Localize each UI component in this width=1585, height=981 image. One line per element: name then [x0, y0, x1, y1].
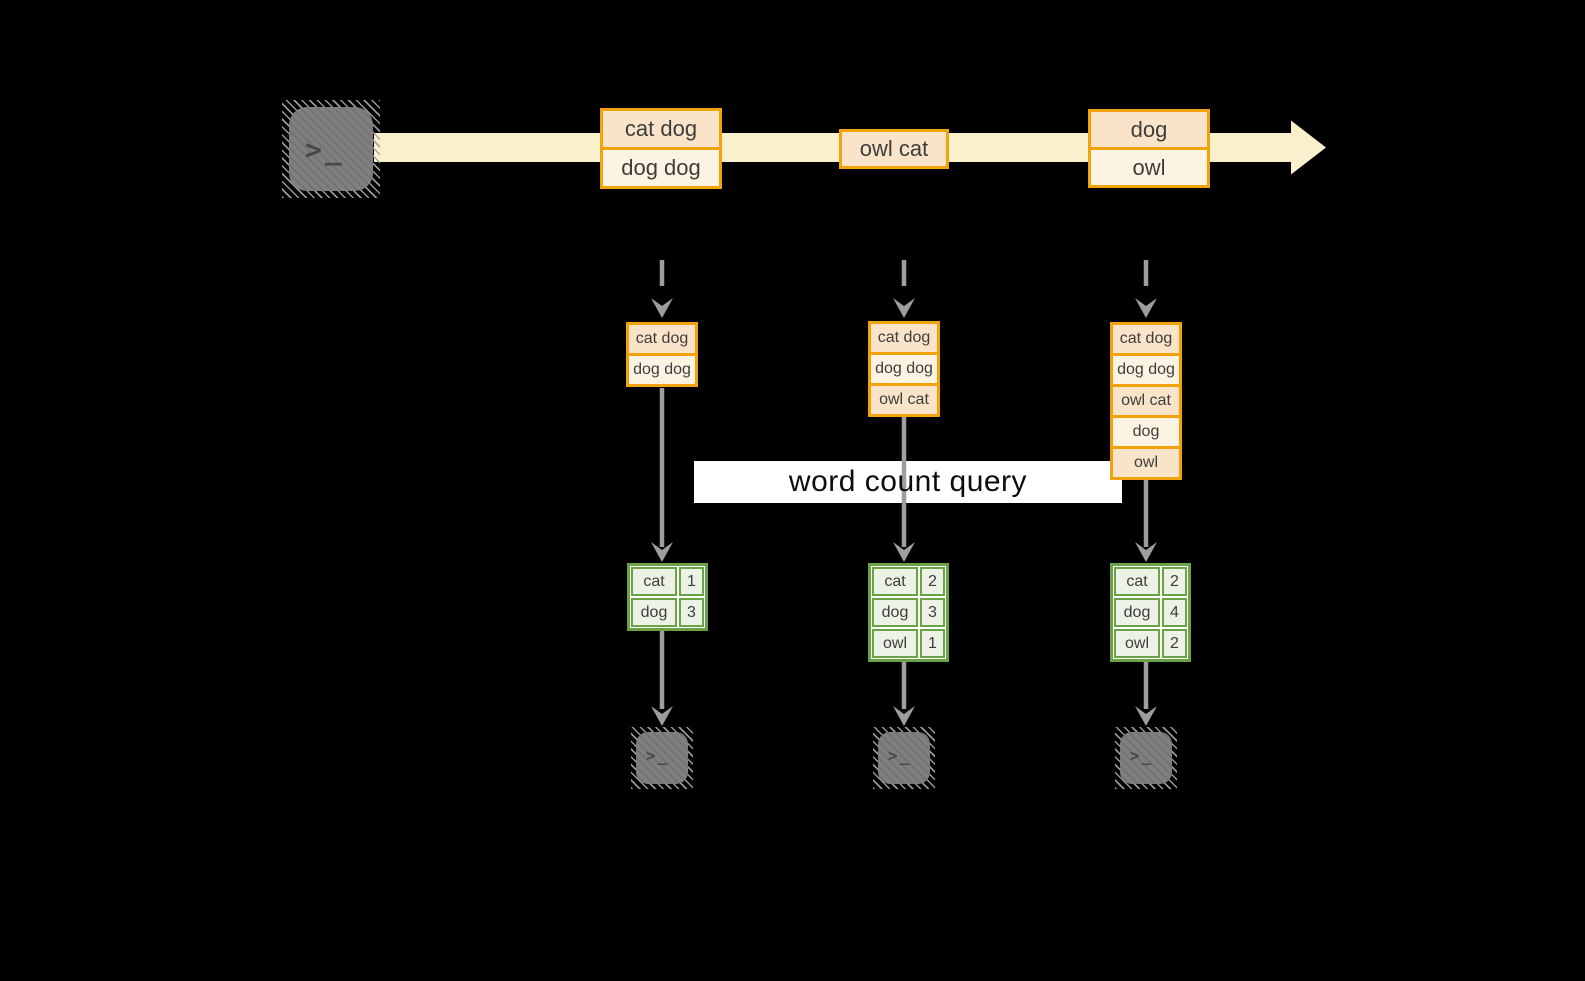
state-row: cat dog — [629, 325, 695, 353]
output-arrows — [659, 629, 1149, 709]
state-row: cat dog — [871, 324, 937, 352]
state-stack-2: cat dog dog dog owl cat — [868, 321, 940, 417]
count-word-cell: dog — [872, 598, 918, 627]
count-value-cell: 1 — [679, 567, 704, 596]
terminal-prompt-glyph: >_ — [646, 746, 670, 765]
count-table-1: cat 1 dog 3 — [627, 563, 708, 631]
event-line: owl — [1091, 147, 1207, 185]
query-arrowheads — [651, 542, 1157, 562]
count-value-cell: 1 — [920, 629, 945, 658]
state-row: dog dog — [871, 352, 937, 383]
stream-event-2: owl cat — [839, 129, 949, 169]
event-line: dog dog — [603, 147, 719, 186]
state-row: owl cat — [1113, 384, 1179, 415]
dashed-drop-arrows — [659, 260, 1149, 297]
stream-event-3: dog owl — [1088, 109, 1210, 188]
count-value-cell: 2 — [1162, 567, 1187, 596]
query-label-background — [694, 461, 1122, 503]
state-stack-3: cat dog dog dog owl cat dog owl — [1110, 322, 1182, 480]
event-line: cat dog — [603, 111, 719, 147]
event-line: dog — [1091, 112, 1207, 147]
count-value-cell: 2 — [920, 567, 945, 596]
output-terminal-icon-1: >_ — [631, 727, 693, 789]
count-value-cell: 2 — [1162, 629, 1187, 658]
terminal-prompt-glyph: >_ — [305, 133, 345, 166]
count-word-cell: cat — [631, 567, 677, 596]
query-arrows — [659, 388, 1149, 547]
source-terminal-icon: >_ — [282, 100, 380, 198]
stream-event-1: cat dog dog dog — [600, 108, 722, 189]
dashed-arrowheads — [651, 298, 1157, 318]
count-value-cell: 3 — [679, 598, 704, 627]
count-word-cell: owl — [872, 629, 918, 658]
terminal-screen: >_ — [878, 732, 930, 784]
query-label: word count query — [788, 465, 1028, 498]
count-word-cell: dog — [1114, 598, 1160, 627]
state-row: owl cat — [871, 383, 937, 414]
state-row: dog dog — [629, 353, 695, 384]
terminal-prompt-glyph: >_ — [1130, 746, 1154, 765]
count-table-3: cat 2 dog 4 owl 2 — [1110, 563, 1191, 662]
count-value-cell: 4 — [1162, 598, 1187, 627]
count-word-cell: cat — [872, 567, 918, 596]
state-row: cat dog — [1113, 325, 1179, 353]
output-arrowheads — [651, 706, 1157, 726]
terminal-screen: >_ — [289, 107, 373, 191]
count-word-cell: dog — [631, 598, 677, 627]
count-table-2: cat 2 dog 3 owl 1 — [868, 563, 949, 662]
count-word-cell: cat — [1114, 567, 1160, 596]
count-value-cell: 3 — [920, 598, 945, 627]
state-stack-1: cat dog dog dog — [626, 322, 698, 387]
state-row: owl — [1113, 446, 1179, 477]
terminal-screen: >_ — [1120, 732, 1172, 784]
event-line: owl cat — [842, 132, 946, 166]
terminal-screen: >_ — [636, 732, 688, 784]
terminal-prompt-glyph: >_ — [888, 746, 912, 765]
state-row: dog dog — [1113, 353, 1179, 384]
count-word-cell: owl — [1114, 629, 1160, 658]
output-terminal-icon-2: >_ — [873, 727, 935, 789]
output-terminal-icon-3: >_ — [1115, 727, 1177, 789]
state-row: dog — [1113, 415, 1179, 446]
